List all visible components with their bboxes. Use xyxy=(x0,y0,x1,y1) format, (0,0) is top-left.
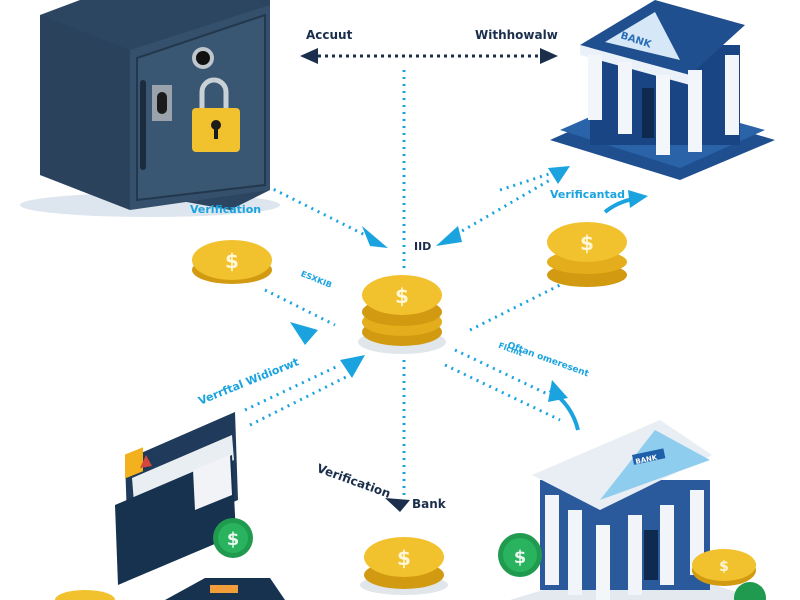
connector-bank-to-hub-2 xyxy=(499,170,556,192)
coin-stack-right: $ xyxy=(547,222,627,287)
connector-right-lower-2 xyxy=(444,363,561,422)
arrowhead-right-lower xyxy=(548,380,568,402)
safe-illustration xyxy=(20,0,280,217)
arrowhead-right xyxy=(540,48,558,64)
gold-coin-dollar: $ xyxy=(395,284,409,308)
hub-coin-stack: $ xyxy=(358,275,446,354)
connector-bank-to-hub-1 xyxy=(449,178,551,240)
card-wallet-illustration: $ xyxy=(115,412,285,600)
gold-coin-dollar: $ xyxy=(719,559,729,575)
bank-sign xyxy=(605,12,680,60)
arrowhead-right-curve xyxy=(628,190,648,208)
arrowhead-lower-left-up xyxy=(290,322,318,345)
arrowhead-hub-upper-left xyxy=(362,226,388,248)
green-coin-dollar: $ xyxy=(227,529,240,550)
label-verification-right: Verificantad xyxy=(550,188,626,201)
label-id: IID xyxy=(414,240,432,253)
connectors xyxy=(236,48,648,512)
arrowhead-lower-left-hub xyxy=(340,355,365,378)
connector-small-left xyxy=(264,288,336,327)
label-withdrawal: Withhowalw xyxy=(475,28,558,42)
gold-coin-dollar: $ xyxy=(225,249,239,273)
label-verification-left: Verification xyxy=(190,203,262,216)
connector-right-hub-1 xyxy=(469,283,561,332)
green-coin-dollar: $ xyxy=(514,547,527,568)
arrowhead-left xyxy=(300,48,318,64)
bank-bottom-illustration: BANK $ $ xyxy=(498,420,766,600)
coin-bottom-left-partial xyxy=(55,590,115,600)
gold-coin-dollar: $ xyxy=(580,231,594,255)
label-account: Accuut xyxy=(306,28,353,42)
coin-left: $ xyxy=(192,240,272,284)
bank-sign xyxy=(600,430,710,500)
bank-top-illustration: BANK xyxy=(550,0,775,180)
arrowhead-bottom-navy xyxy=(385,498,410,512)
arrowhead-hub-upper-right xyxy=(436,226,462,246)
connector-safe-to-hub xyxy=(254,178,376,242)
coin-bottom: $ xyxy=(360,537,448,595)
label-bank-bottom: Bank xyxy=(412,497,446,511)
arrowhead-bank-top xyxy=(548,166,570,184)
gold-coin-dollar: $ xyxy=(397,546,411,570)
